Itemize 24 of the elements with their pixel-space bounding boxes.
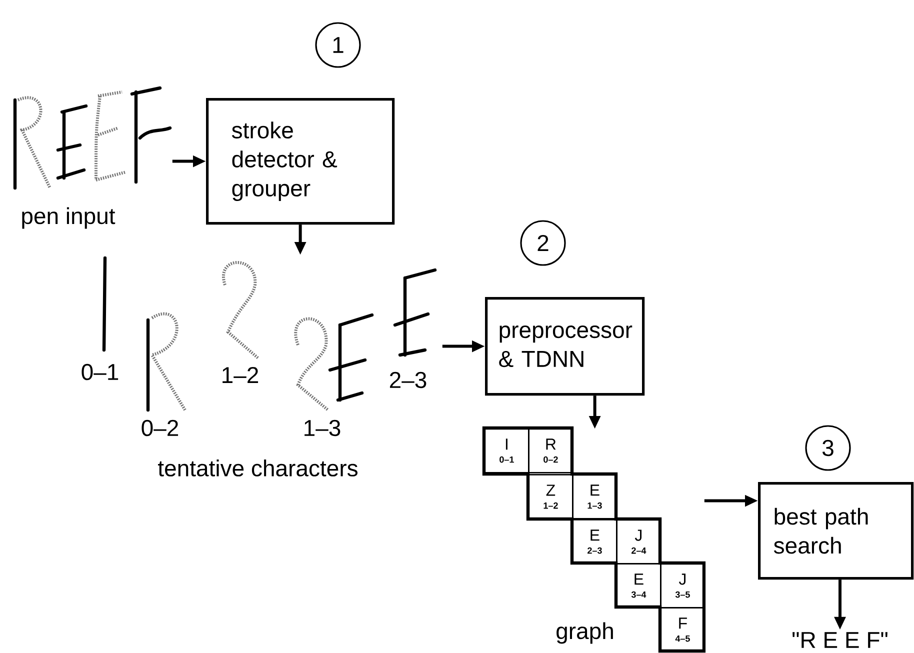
process-box: best path search [758, 482, 914, 580]
graph-outline [482, 426, 706, 653]
graph-cell: E 2–3 [572, 519, 618, 564]
step-number: 1 [315, 22, 361, 68]
output-text: "R E E F" [792, 632, 888, 648]
graph-cell: E 1–3 [572, 474, 618, 520]
step-number: 3 [805, 425, 851, 471]
range-label: 0–1 [82, 364, 118, 380]
range-label: 1–2 [222, 366, 258, 384]
node-label: tentative characters [158, 460, 358, 476]
process-box: stroke detector & grouper [206, 98, 395, 225]
graph-cell: R 0–2 [528, 428, 574, 474]
range-label: 2–3 [390, 372, 426, 388]
graph-cell: Z 1–2 [528, 474, 574, 520]
handwriting-drawing [13, 86, 172, 190]
node-label: graph [556, 622, 613, 644]
graph-cell: F 4–5 [660, 607, 706, 652]
graph-cell: E 3–4 [616, 563, 662, 608]
graph-cell: J 2–4 [616, 519, 662, 564]
process-box: preprocessor & TDNN [485, 297, 645, 396]
node-label: pen input [22, 207, 116, 229]
graph-cell: I 0–1 [484, 428, 530, 474]
graph-cell: J 3–5 [660, 563, 706, 608]
step-number: 2 [520, 220, 566, 266]
